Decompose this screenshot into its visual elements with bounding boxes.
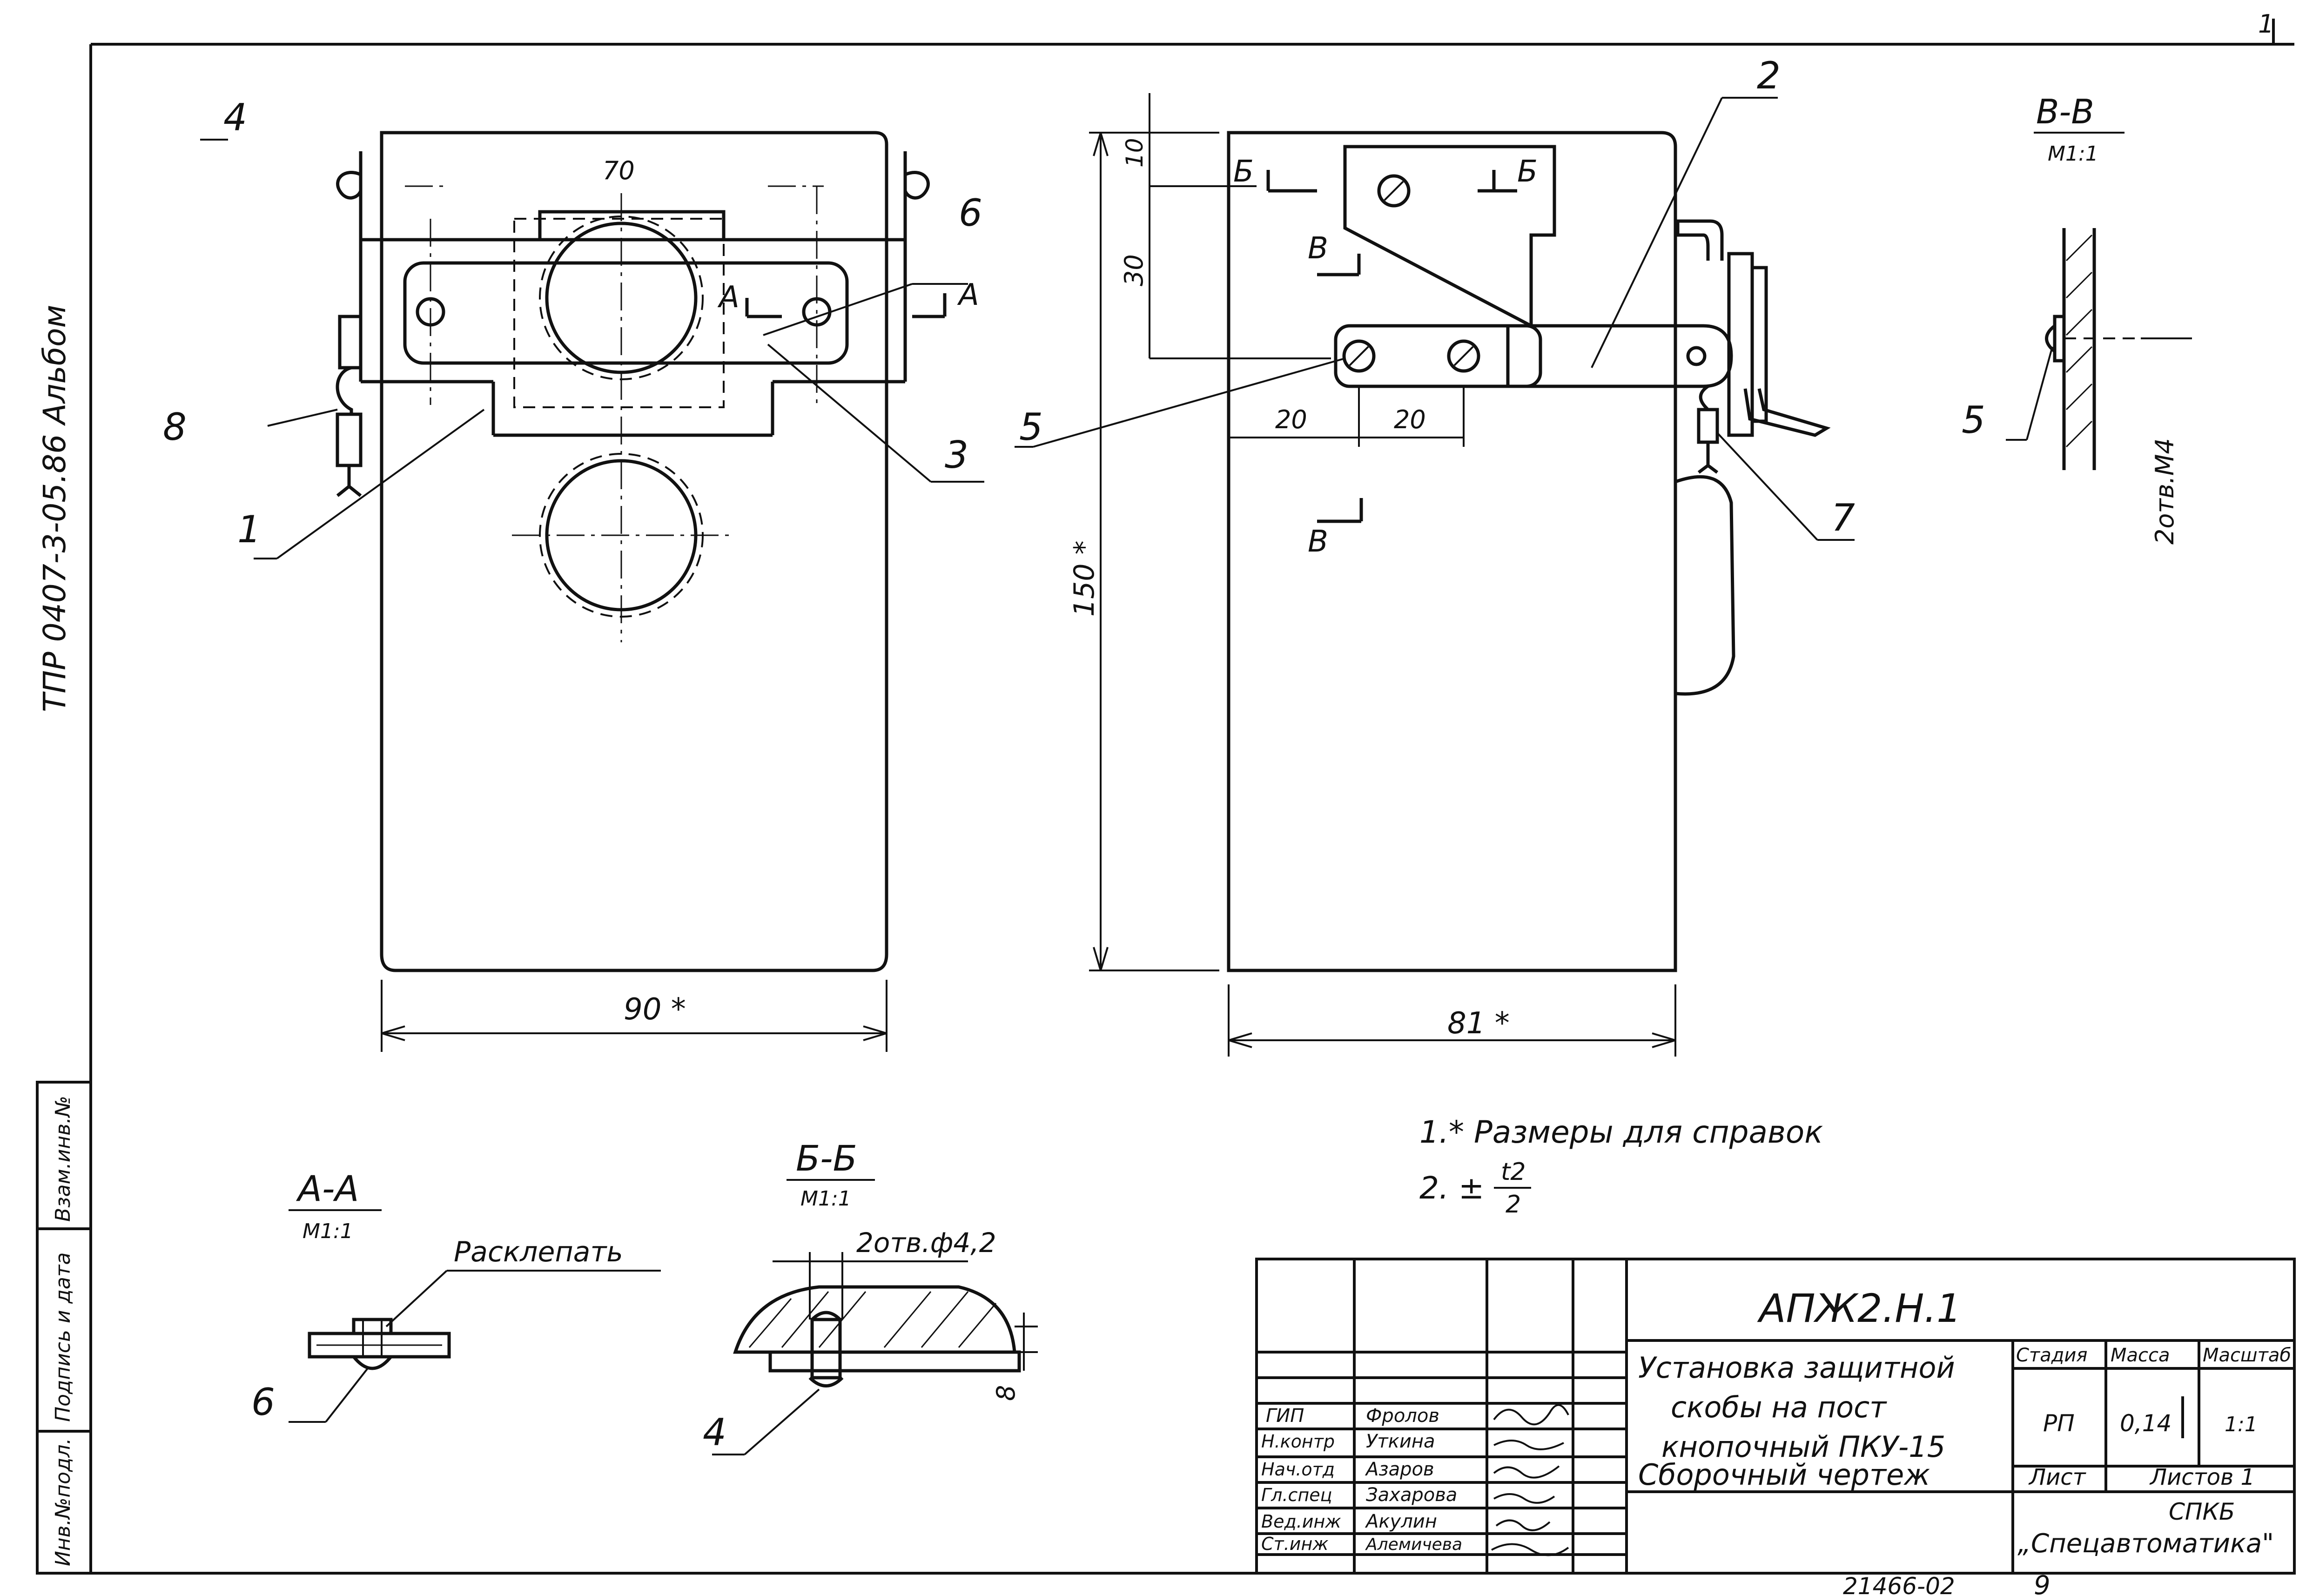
section-bb-callout: 4 [703,1411,726,1454]
doc-code: АПЖ2.Н.1 [1757,1286,1962,1331]
note-2-num: t2 [1501,1158,1526,1186]
dim-side-20b: 20 [1394,405,1426,434]
section-bb-note: 2отв.ф4,2 [856,1227,996,1259]
section-vv [2006,132,2192,470]
dim-side-top-10: 10 [1121,138,1148,168]
side-view [1227,131,1831,972]
dim-side-20a: 20 [1275,405,1307,434]
section-vv-scale: М1:1 [2048,142,2098,166]
org-line-1: СПКБ [2169,1498,2235,1525]
title-line-2: скобы на пост [1671,1390,1887,1424]
section-bb-title: Б-Б [796,1138,857,1179]
page-number: 9 [2034,1570,2051,1596]
dim-side-height: 150 * [1068,540,1101,617]
section-v-mark-bottom: В [1308,525,1328,559]
title-line-4: Сборочный чертеж [1638,1458,1930,1492]
section-bb-depth: 8 [991,1385,1021,1401]
callout-1: 1 [237,508,261,551]
role-nachotd: Нач.отд [1261,1459,1335,1480]
corner-mark: 1 [2258,9,2274,39]
strip-inv-orig: Инв.№подл. [51,1438,75,1566]
note-1: 1.* Размеры для справок [1419,1114,1823,1150]
role-gip: ГИП [1266,1405,1304,1427]
section-bb-scale: М1:1 [800,1187,851,1211]
org-line-2: „Спецавтоматика" [2017,1529,2274,1559]
dim-side-30: 30 [1119,254,1149,286]
title-block [1255,1258,2296,1575]
name-stinzh: Алемичева [1365,1535,1462,1554]
value-scale: 1:1 [2225,1413,2258,1436]
section-vv-title: В-В [2036,92,2094,131]
section-aa-scale: М1:1 [303,1219,353,1243]
role-vedinzh: Вед.инж [1261,1511,1341,1532]
section-vv-callout: 5 [1962,398,1985,442]
section-v-mark-top: В [1308,231,1328,266]
section-b-mark-left: Б [1233,155,1254,189]
section-b-mark-right: Б [1517,155,1538,189]
strip-inv-replace: Взам.инв.№ [51,1096,75,1222]
left-inventory-strip [36,1081,92,1575]
callout-8: 8 [163,405,187,449]
name-nachotd: Азаров [1365,1459,1434,1480]
section-bb [712,1179,1038,1455]
sheet-label: Лист [2028,1464,2087,1490]
dim-side-width: 81 * [1447,1006,1510,1041]
head-mass: Масса [2111,1345,2170,1366]
role-glspec: Гл.спец [1261,1485,1332,1505]
front-leaders [200,139,984,559]
head-scale: Масштаб [2203,1345,2291,1366]
section-v-cut-marks [1317,254,1363,523]
side-dimensions [1089,93,1676,1057]
name-gip: Фролов [1366,1405,1439,1427]
role-stinzh: Ст.инж [1261,1534,1329,1554]
head-stage: Стадия [2016,1345,2087,1366]
title-line-3: кнопочный ПКУ-15 [1661,1430,1945,1464]
note-2: 2. ± [1419,1170,1484,1206]
section-a-mark-left: А [717,280,740,315]
signatures [1491,1404,1569,1556]
role-nkontr: Н.контр [1261,1431,1335,1452]
callout-5-side: 5 [1019,405,1043,449]
section-aa-note: Расклепать [454,1236,623,1268]
note-2-den: 2 [1506,1191,1521,1219]
section-aa [289,1209,661,1423]
name-vedinzh: Акулин [1365,1511,1437,1532]
album-side-label: ТПР 0407-3-05.86 Альбом [37,305,73,712]
section-aa-callout: 6 [251,1381,275,1424]
section-vv-note: 2отв.М4 [2150,438,2179,545]
strip-signature-date: Подпись и дата [51,1253,75,1422]
callout-2: 2 [1757,54,1781,97]
section-aa-title: А-А [296,1168,359,1209]
callout-6-front: 6 [959,191,982,235]
value-stage: РП [2043,1410,2075,1437]
callout-3: 3 [945,433,968,477]
sheets-count: Листов 1 [2149,1464,2255,1490]
section-a-cut-marks [745,293,947,318]
callout-7: 7 [1831,496,1855,539]
inventory-number: 21466-02 [1843,1573,1955,1596]
value-mass: 0,14 [2120,1410,2172,1437]
callout-4-front: 4 [223,96,247,139]
dim-front-70: 70 [603,156,635,185]
name-nkontr: Уткина [1366,1431,1435,1452]
front-view [336,131,930,972]
side-leaders [1015,97,1855,541]
name-glspec: Захарова [1366,1484,1457,1506]
dim-front-width: 90 * [624,992,686,1027]
title-line-1: Установка защитной [1638,1351,1955,1385]
front-dimensions [381,980,887,1052]
section-b-cut-marks [1266,170,1517,193]
